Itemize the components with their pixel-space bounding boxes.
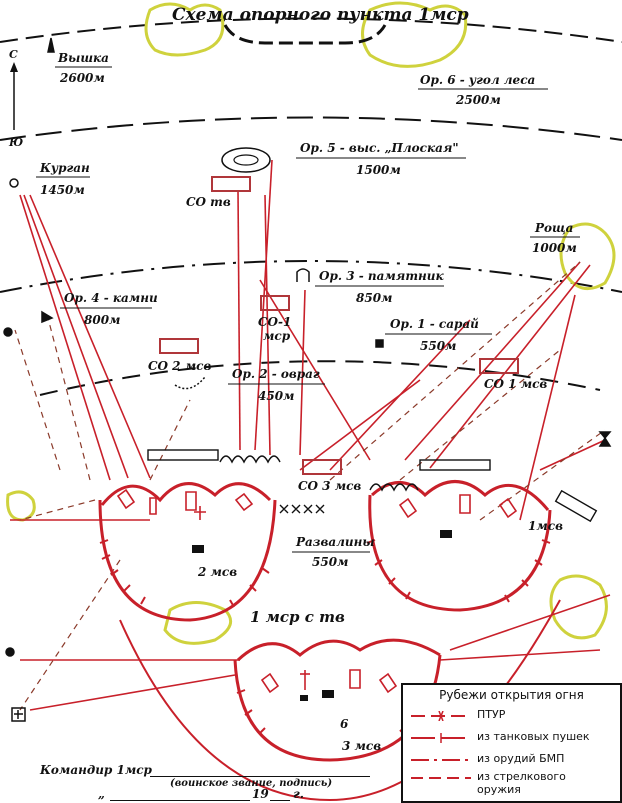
box-co2-msv [159,338,199,354]
minefield-right [419,459,491,471]
label-co2-msv: СО 2 мсв [148,359,211,373]
arc-small [39,360,601,396]
scheme-title: Схема опорного пункта 1мср [172,5,469,25]
box-co1-msr [260,295,290,311]
legend-item-small: из стрелкового оружия [411,770,616,800]
stones-name: Ор. 4 - камни [64,291,158,305]
wire-coil-right [369,483,419,492]
wire-crosses [279,504,325,514]
label-co1-msr-b: мср [263,329,291,343]
barn-name: Ор. 1 - сарай [390,317,479,331]
position-2msv [98,499,277,622]
legend: Рубежи открытия огня ПТУР из танковых пу… [401,683,622,803]
footer-year: 19 [252,787,269,801]
company-trench-top [223,24,387,45]
ruins-distance: 550м [312,555,348,569]
footer-year-suffix: г. [293,787,304,801]
box-co-tv [211,176,251,192]
aid-post-icon [11,707,26,722]
range-arcs [0,17,622,396]
label-company: 1 мср с тв [250,608,345,626]
ravine-distance: 450м [258,389,294,403]
plateau-distance: 1500м [356,163,401,177]
monument-icon [296,268,310,282]
mound-distance: 1450м [40,183,85,197]
monument-distance: 850м [356,291,392,305]
grove-distance: 1000м [532,241,577,255]
legend-item-bmp: из орудий БМП [411,752,616,770]
legend-item-tank: из танковых пушек [411,730,616,748]
mound-icon [9,178,19,188]
wire-coil-left [219,455,281,464]
label-co1-msr-a: СО-1 [258,315,291,329]
legend-line-small-icon [411,777,471,779]
mound-name: Курган [39,161,90,175]
bush-icon-left [3,327,13,337]
monument-name: Ор. 3 - памятник [319,269,445,283]
arc-tank [0,116,622,141]
compass-south: Ю [8,136,23,149]
barn-icon [375,339,384,348]
legend-label-bmp: из орудий БМП [477,752,565,765]
stones-distance: 800м [84,313,120,327]
reserve-boxes [159,147,519,475]
legend-line-tank-icon [411,733,471,743]
legend-label-ptur: ПТУР [477,708,506,721]
legend-label-tank: из танковых пушек [477,730,590,743]
command-posts [192,530,452,701]
tower-name: Вышка [57,51,109,65]
label-3msv: 3 мсв [342,739,381,753]
box-co1-msv [479,358,519,374]
landmark-markers [3,37,612,722]
ruins-name: Развалины [295,535,375,549]
legend-title: Рубежи открытия огня [439,688,584,702]
forest-name: Ор. 6 - угол леса [420,73,535,87]
footer-signature-hint: (воинское звание, подпись) [170,778,333,789]
vehicles [116,488,518,694]
arc-bmp [0,260,622,293]
plateau-hill [221,147,271,173]
legend-item-ptur: ПТУР [411,708,616,726]
compass: С Ю [8,48,23,149]
barn-distance: 550м [420,339,456,353]
date-line [110,800,250,801]
plateau-name: Ор. 5 - выс. „Плоская" [300,141,459,155]
label-b6: 6 [340,717,349,731]
foliage [6,1,616,645]
arc-ptur [0,17,622,43]
footer-commander: Командир 1мср [40,763,152,777]
stones-icon [41,310,54,324]
compass-north: С [9,48,18,61]
compass-arrow-icon [10,62,18,72]
legend-line-bmp-icon [411,759,471,761]
tower-distance: 2600м [59,71,105,85]
label-co1-msv: СО 1 мсв [484,377,547,391]
label-1msv: 1мсв [528,519,563,533]
fire-lines [10,159,611,711]
grove-name: Роща [534,221,573,235]
legend-line-ptur-icon [411,711,471,721]
signature-line [150,776,370,777]
label-co3-msv: СО 3 мсв [298,479,361,493]
forest-distance: 2500м [455,93,501,107]
year-line [270,800,290,801]
legend-label-small: из стрелкового оружия [477,770,566,796]
label-2msv: 2 мсв [197,565,237,579]
ravine-icon [174,376,206,390]
box-co3-msv [302,459,342,475]
ravine-name: Ор. 2 - овраг [232,367,320,381]
tower-icon [47,37,55,53]
obstacles [147,449,598,523]
label-co-tv: СО тв [186,195,231,209]
bush-icon-left2 [5,647,15,657]
footer-date-quote: „ [98,787,105,801]
minefield-diag [554,489,598,523]
minefield-left [147,449,219,461]
tree-icon [598,431,612,447]
